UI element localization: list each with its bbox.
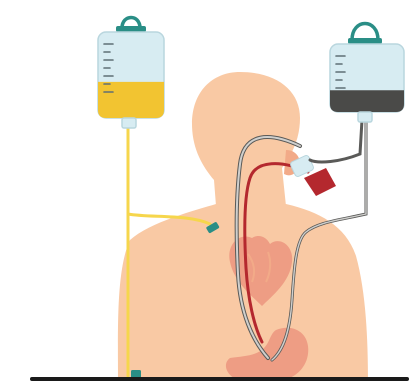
bag-hook-icon: [352, 24, 378, 41]
iv-bag-icon: [330, 24, 404, 123]
torso-shape: [118, 204, 368, 381]
bag-cap: [116, 26, 146, 32]
bottom-connector: [131, 370, 141, 378]
bag-outlet: [358, 112, 372, 122]
bag-fluid-yellow: [98, 82, 164, 118]
bag-outlet: [122, 118, 136, 128]
bag-cap: [348, 38, 382, 44]
bottom-edge-bar: [30, 377, 409, 381]
bag-fluid-dark: [330, 90, 404, 112]
iv-bag-icon: [98, 18, 164, 129]
